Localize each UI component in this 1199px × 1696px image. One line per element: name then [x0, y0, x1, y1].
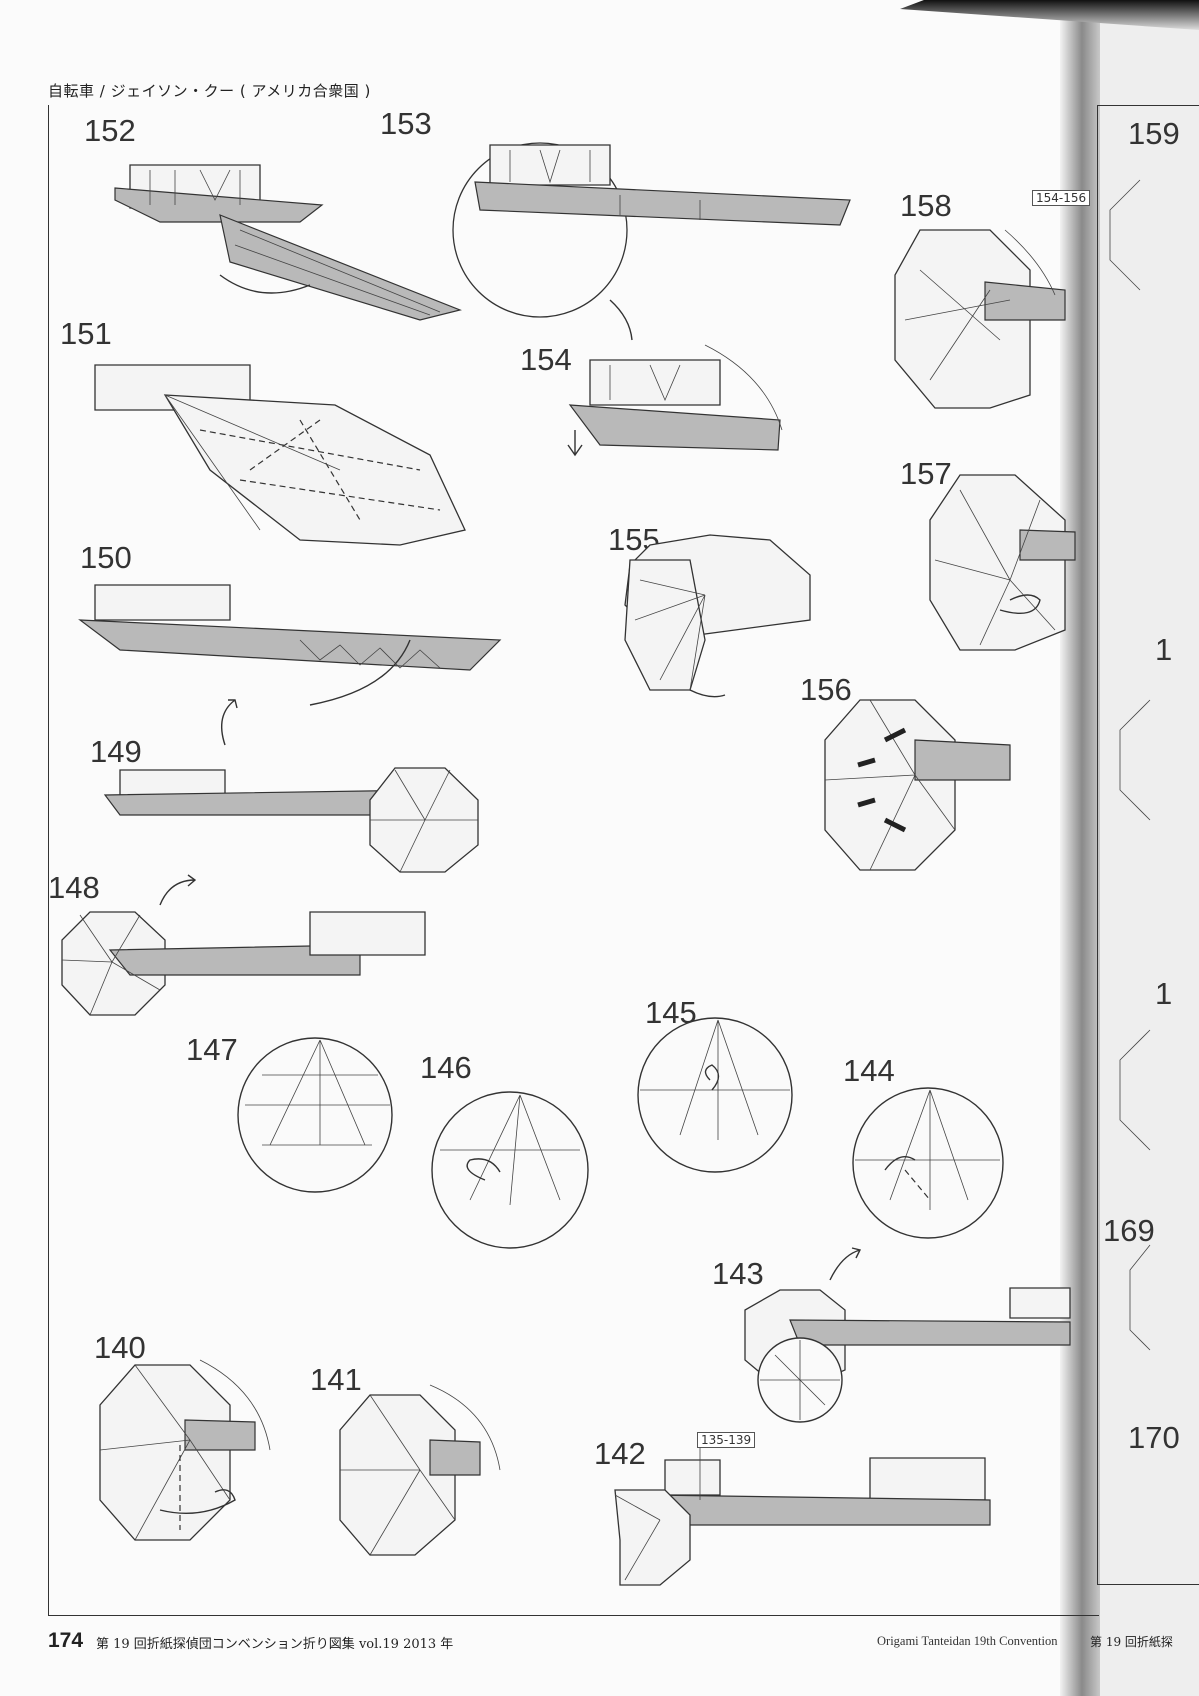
diagram-150	[78, 584, 502, 746]
step-number-partial-1a: 1	[1155, 632, 1173, 667]
page-number: 174	[48, 1629, 84, 1652]
right-page-frame	[1097, 105, 1199, 1585]
diagram-153	[452, 142, 851, 341]
diagram-149	[103, 767, 479, 873]
diagram-142	[614, 1448, 991, 1586]
diagram-141	[339, 1384, 501, 1556]
ref-box-154-156: 154-156	[1032, 190, 1091, 206]
diagram-152	[114, 164, 462, 321]
diagram-156	[824, 699, 1011, 871]
right-page-partial-diagrams	[1109, 179, 1151, 1351]
diagram-146	[431, 1091, 589, 1249]
diagram-140	[99, 1359, 271, 1541]
diagram-158	[894, 229, 1066, 409]
right-page	[1085, 0, 1199, 1696]
step-number-partial-1b: 1	[1155, 976, 1173, 1011]
step-number-159: 159	[1128, 116, 1180, 151]
step-number-156: 156	[800, 672, 852, 707]
ref-box-135-139: 135-139	[697, 1432, 756, 1448]
step-number-142: 142	[594, 1436, 646, 1471]
diagram-157	[929, 474, 1076, 651]
step-number-158: 158	[900, 188, 952, 223]
step-number-157: 157	[900, 456, 952, 491]
step-number-152: 152	[84, 113, 136, 148]
diagram-144	[852, 1087, 1004, 1239]
diagram-155	[624, 534, 811, 698]
step-number-146: 146	[420, 1050, 472, 1085]
step-number-144: 144	[843, 1053, 895, 1088]
step-number-153: 153	[380, 106, 432, 141]
step-number-169: 169	[1103, 1213, 1155, 1248]
diagram-151	[94, 364, 466, 546]
footer-english: Origami Tanteidan 19th Convention	[877, 1634, 1058, 1648]
step-number-140: 140	[94, 1330, 146, 1365]
step-number-149: 149	[90, 734, 142, 769]
step-number-148: 148	[48, 870, 100, 905]
footer-right-page: 第 19 回折紙探	[1090, 1635, 1173, 1649]
step-number-141: 141	[310, 1362, 362, 1397]
step-number-151: 151	[60, 316, 112, 351]
diagram-145	[637, 1017, 793, 1173]
diagram-154	[567, 344, 783, 457]
page-header: 自転車 / ジェイソン・クー ( アメリカ合衆国 )	[48, 82, 371, 100]
diagram-148	[61, 874, 426, 1016]
footer-japanese: 第 19 回折紙探偵団コンベンション折り図集 vol.19 2013 年	[96, 1637, 454, 1652]
step-number-150: 150	[80, 540, 132, 575]
step-number-170: 170	[1128, 1420, 1180, 1455]
diagram-143	[744, 1247, 1071, 1423]
diagram-frame	[48, 105, 1099, 1616]
step-number-154: 154	[520, 342, 572, 377]
diagram-147	[237, 1037, 393, 1193]
step-number-143: 143	[712, 1256, 764, 1291]
step-number-147: 147	[186, 1032, 238, 1067]
book-gutter	[1060, 0, 1100, 1696]
